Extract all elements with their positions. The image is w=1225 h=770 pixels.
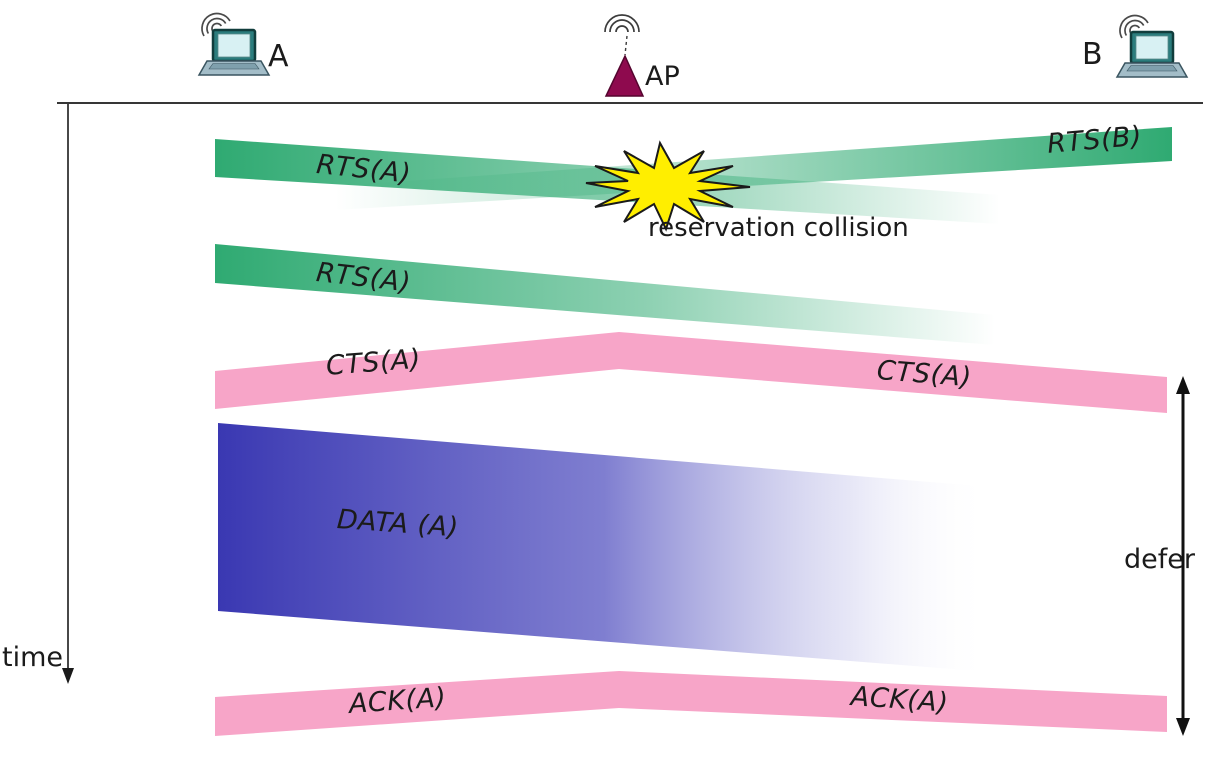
rts-a-band-2 [215, 244, 995, 345]
node-ap-label: AP [645, 61, 680, 92]
data-a-band [218, 423, 990, 672]
ack-a-label-left: ACK(A) [347, 682, 448, 720]
ap-icon [604, 14, 645, 97]
node-a-label: A [268, 39, 289, 74]
defer-label: defer [1124, 544, 1195, 575]
laptop-b-icon [1113, 8, 1189, 79]
node-b-label: B [1082, 37, 1103, 72]
antenna-tower-icon [604, 54, 645, 97]
time-axis [62, 104, 74, 684]
ack-a-label-right: ACK(A) [849, 681, 950, 719]
laptop-a-icon [195, 6, 271, 77]
time-label: time [2, 642, 64, 673]
defer-arrow [1176, 376, 1190, 736]
wifi-waves-icon [604, 14, 640, 33]
cts-a-band [215, 332, 1167, 413]
collision-label: reservation collision [648, 213, 909, 243]
ack-a-band [215, 671, 1167, 736]
starburst-icon [585, 140, 751, 232]
